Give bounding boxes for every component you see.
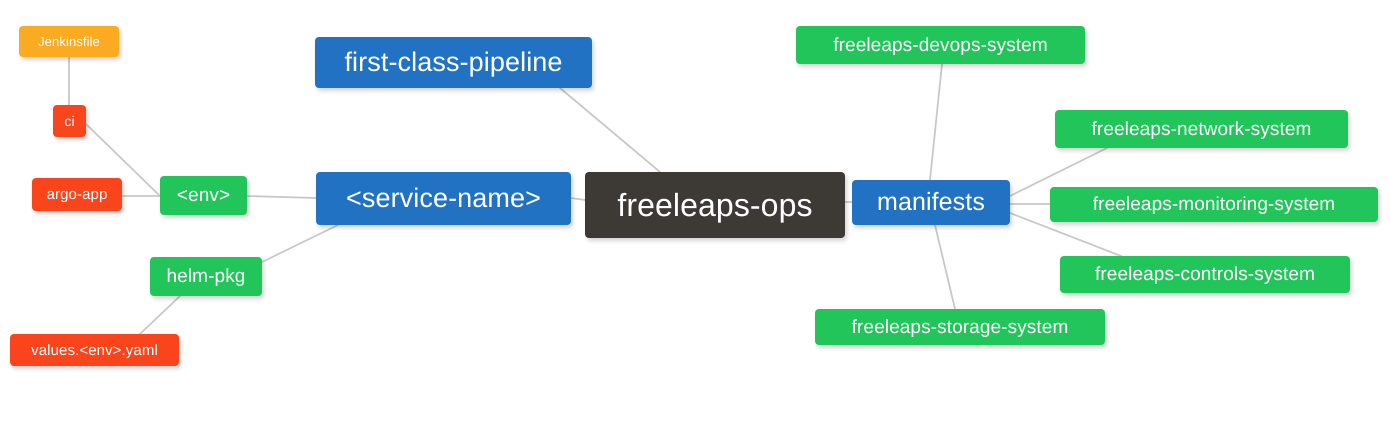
node-service-name[interactable]: <service-name>: [316, 172, 571, 225]
node-network-system[interactable]: freeleaps-network-system: [1055, 110, 1348, 148]
node-values-yaml[interactable]: values.<env>.yaml: [10, 334, 179, 366]
edge-values-yaml-to-helm-pkg: [139, 295, 181, 335]
node-first-class-pipeline[interactable]: first-class-pipeline: [315, 37, 592, 88]
node-devops-system[interactable]: freeleaps-devops-system: [796, 26, 1085, 64]
edge-manifests-to-storage-system: [934, 224, 956, 310]
node-argo-app[interactable]: argo-app: [32, 178, 122, 211]
edge-manifests-to-devops-system: [929, 63, 943, 181]
node-ci[interactable]: ci: [53, 105, 86, 137]
edge-first-class-pipeline-to-freeleaps-ops: [559, 87, 661, 173]
node-freeleaps-ops[interactable]: freeleaps-ops: [585, 172, 845, 238]
node-controls-system[interactable]: freeleaps-controls-system: [1060, 256, 1350, 293]
node-helm-pkg[interactable]: helm-pkg: [150, 257, 262, 296]
node-storage-system[interactable]: freeleaps-storage-system: [815, 309, 1105, 345]
node-manifests[interactable]: manifests: [852, 180, 1010, 225]
edge-service-name-to-freeleaps-ops: [570, 197, 586, 201]
edge-env-to-service-name: [246, 195, 317, 199]
node-env[interactable]: <env>: [160, 176, 247, 215]
node-jenkinsfile[interactable]: Jenkinsfile: [19, 26, 119, 57]
edge-helm-pkg-to-service-name: [261, 224, 339, 263]
node-monitoring-system[interactable]: freeleaps-monitoring-system: [1050, 187, 1378, 222]
